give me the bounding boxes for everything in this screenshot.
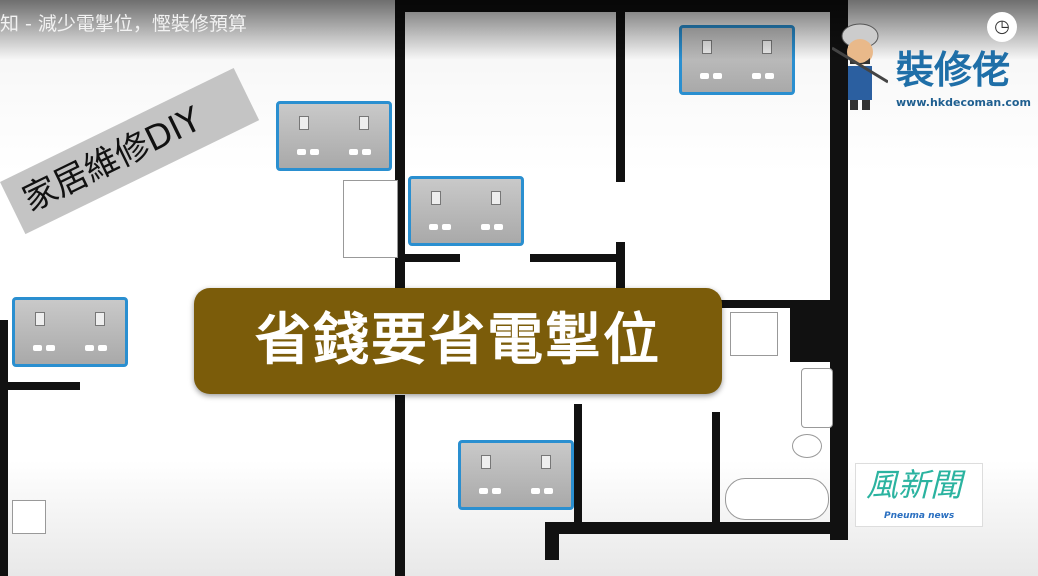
category-banner: 家居維修DIY [0,68,260,235]
power-socket [12,297,128,367]
brand-url: www.hkdecoman.com [896,96,1031,109]
power-socket [276,101,392,171]
banner-text: 家居維修DIY [16,99,208,220]
video-title[interactable]: 知 - 減少電掣位，慳裝修預算 [0,13,247,35]
power-socket [408,176,524,246]
mascot-icon [832,23,888,110]
news-sub: Pneuma news [884,511,955,521]
brand-name: 裝修佬 [896,48,1011,92]
caption-box: 省錢要省電掣位 [194,288,722,394]
news-logo: 風新聞 Pneuma news [855,463,983,527]
watch-later-icon[interactable]: ◷ [987,12,1017,42]
brand-logo: 裝修佬 www.hkdecoman.com [822,10,1032,120]
power-socket [458,440,574,510]
news-brand: 風新聞 [866,466,963,504]
